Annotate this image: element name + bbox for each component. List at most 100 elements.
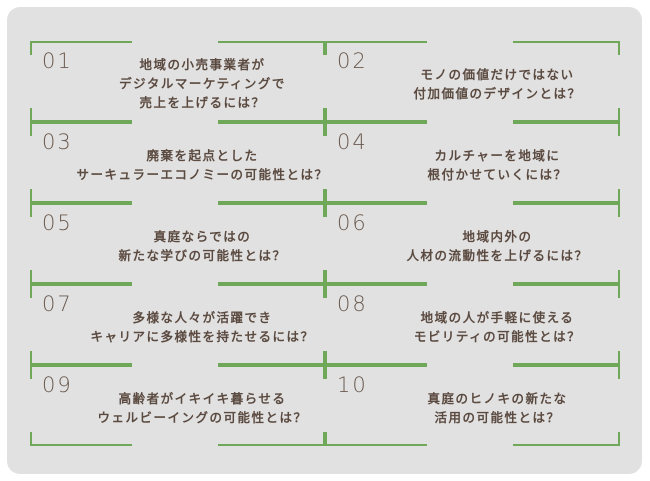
theme-card-07: 07 多様な人々が活躍できキャリアに多様性を持たせるには？: [30, 284, 325, 365]
question-line: ウェルビーイングの可能性とは？: [97, 409, 308, 425]
frame-line: [30, 41, 32, 55]
frame-line: [218, 122, 325, 124]
frame-line: [325, 365, 427, 367]
theme-question: カルチャーを地域に根付かせていくには？: [365, 122, 630, 203]
frame-line: [513, 41, 620, 43]
frame-line: [218, 284, 325, 286]
frame-line: [513, 203, 620, 205]
frame-line: [618, 41, 620, 55]
frame-line: [513, 284, 620, 286]
background-panel: [7, 7, 642, 474]
question-line: 廃棄を起点とした: [146, 147, 259, 163]
theme-number: 09: [42, 373, 73, 397]
question-line: デジタルマーケティングで: [119, 76, 286, 91]
frame-line: [513, 282, 620, 284]
frame-line: [218, 282, 325, 284]
frame-line: [323, 351, 325, 365]
frame-line: [513, 444, 620, 446]
frame-line: [30, 270, 32, 284]
question-line: 新たな学びの可能性とは？: [118, 247, 287, 263]
frame-line: [218, 203, 325, 205]
question-line: 多様な人々が活躍でき: [132, 309, 273, 325]
frame-line: [323, 108, 325, 122]
question-line: 真庭のヒノキの新たな: [427, 390, 568, 406]
question-line: 地域内外の: [462, 228, 533, 244]
question-line: サーキュラーエコノミーの可能性とは？: [76, 166, 329, 182]
frame-line: [325, 189, 327, 203]
frame-line: [323, 270, 325, 284]
frame-line: [218, 365, 325, 367]
frame-line: [513, 363, 620, 365]
frame-line: [513, 122, 620, 124]
frame-line: [218, 41, 325, 43]
frame-line: [325, 284, 327, 298]
frame-line: [323, 432, 325, 446]
frame-line: [30, 122, 132, 124]
frame-line: [323, 189, 325, 203]
question-line: 地域の小売事業者が: [139, 57, 266, 72]
theme-question: 多様な人々が活躍できキャリアに多様性を持たせるには？: [70, 284, 335, 365]
question-line: 真庭ならではの: [153, 228, 252, 244]
theme-question: 廃棄を起点としたサーキュラーエコノミーの可能性とは？: [70, 122, 335, 203]
frame-line: [30, 351, 32, 365]
frame-line: [30, 203, 32, 217]
theme-question: 地域の小売事業者がデジタルマーケティングで売上を上げるには？: [70, 41, 335, 122]
theme-question: モノの価値だけではない付加価値のデザインとは？: [365, 41, 630, 122]
frame-line: [323, 122, 325, 136]
frame-line: [30, 432, 32, 446]
theme-question: 真庭のヒノキの新たな活用の可能性とは？: [365, 365, 630, 446]
question-line: 地域の人が手軽に使える: [420, 309, 575, 325]
frame-line: [618, 365, 620, 379]
frame-line: [30, 284, 132, 286]
frame-line: [30, 108, 32, 122]
question-line: 付加価値のデザインとは？: [413, 85, 582, 101]
frame-line: [30, 189, 32, 203]
theme-card-05: 05 真庭ならではの新たな学びの可能性とは？: [30, 203, 325, 284]
question-line: 売上を上げるには？: [139, 95, 266, 110]
frame-line: [218, 363, 325, 365]
frame-line: [325, 270, 327, 284]
theme-number: 01: [42, 49, 73, 73]
frame-line: [618, 203, 620, 217]
frame-line: [30, 444, 132, 446]
frame-line: [323, 203, 325, 217]
theme-question: 地域の人が手軽に使えるモビリティの可能性とは？: [365, 284, 630, 365]
frame-line: [325, 432, 327, 446]
frame-line: [218, 120, 325, 122]
theme-question: 地域内外の人材の流動性を上げるには？: [365, 203, 630, 284]
theme-number: 07: [42, 292, 73, 316]
question-line: 根付かせていくには？: [427, 166, 568, 182]
frame-line: [325, 203, 427, 205]
frame-line: [325, 120, 427, 122]
frame-line: [325, 203, 327, 217]
frame-line: [325, 284, 427, 286]
theme-number: 02: [337, 49, 368, 73]
frame-line: [218, 444, 325, 446]
question-line: キャリアに多様性を持たせるには？: [90, 328, 315, 344]
theme-number: 03: [42, 130, 73, 154]
frame-line: [325, 201, 427, 203]
frame-line: [618, 351, 620, 365]
question-line: 人材の流動性を上げるには？: [406, 247, 589, 263]
frame-line: [618, 432, 620, 446]
frame-line: [325, 108, 327, 122]
frame-line: [30, 363, 132, 365]
frame-line: [325, 444, 427, 446]
frame-line: [325, 122, 427, 124]
frame-line: [323, 41, 325, 55]
frame-line: [30, 203, 132, 205]
frame-line: [618, 108, 620, 122]
frame-line: [30, 365, 132, 367]
frame-line: [30, 365, 32, 379]
frame-line: [618, 284, 620, 298]
frame-line: [325, 122, 327, 136]
frame-line: [30, 41, 132, 43]
frame-line: [325, 41, 427, 43]
theme-card-01: 01 地域の小売事業者がデジタルマーケティングで売上を上げるには？: [30, 41, 325, 122]
theme-number: 05: [42, 211, 73, 235]
frame-line: [30, 122, 32, 136]
frame-line: [325, 365, 327, 379]
